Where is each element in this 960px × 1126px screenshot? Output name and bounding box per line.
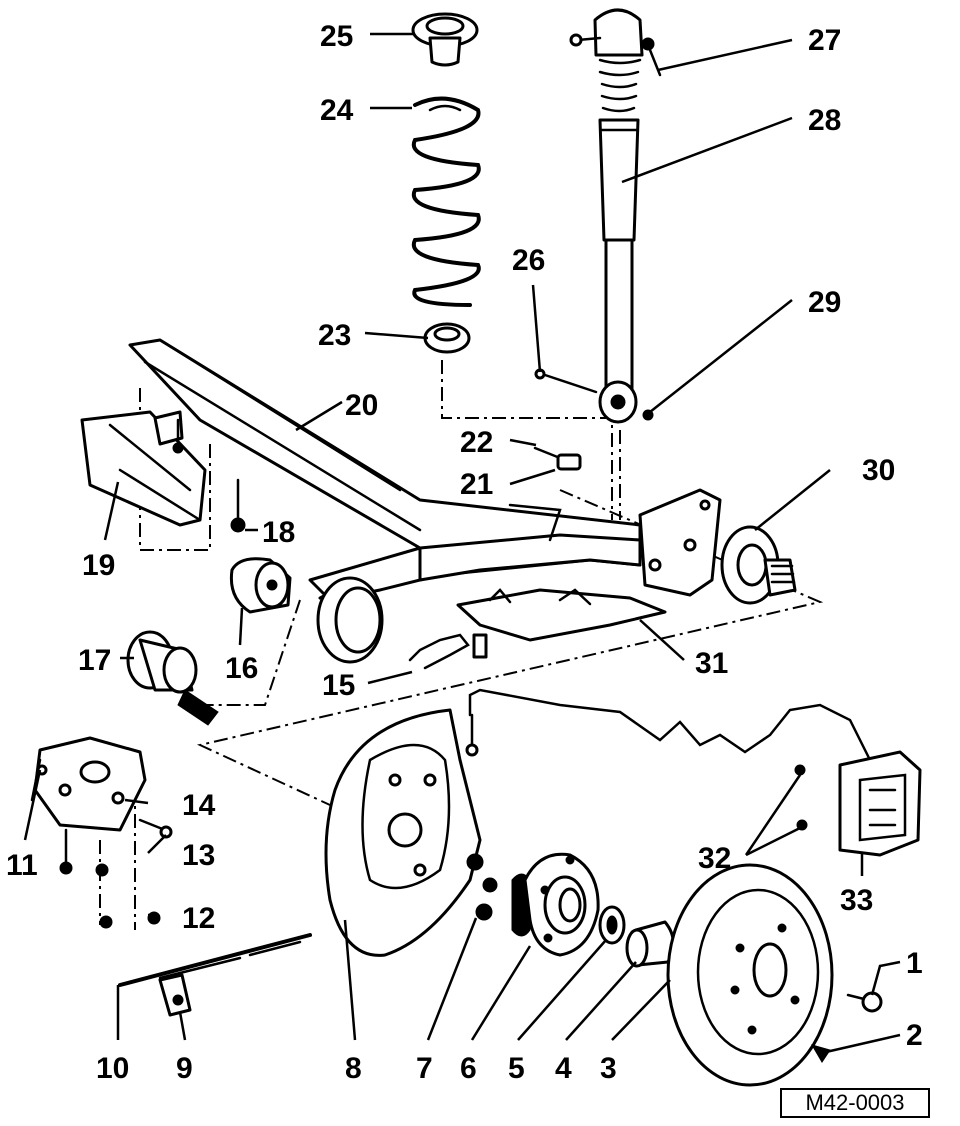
callout-23: 23: [318, 319, 351, 352]
callout-16: 16: [225, 652, 258, 685]
wheel-hub: [511, 852, 600, 957]
coil-spring: [411, 96, 481, 307]
callout-5: 5: [508, 1052, 525, 1085]
leader-lines: [23, 32, 901, 1054]
shock-hardware: [533, 37, 662, 471]
callout-4: 4: [555, 1052, 572, 1085]
bolt-18: [230, 478, 246, 533]
callout-28: 28: [808, 104, 841, 137]
callout-31: 31: [695, 647, 728, 680]
mounting-bracket: [80, 410, 207, 527]
bushing-16: [229, 557, 292, 614]
callout-21: 21: [460, 468, 493, 501]
callout-22: 22: [460, 426, 493, 459]
callout-1: 1: [906, 947, 923, 980]
callout-25: 25: [320, 20, 353, 53]
callout-15: 15: [322, 669, 355, 702]
axle-beam: [128, 338, 642, 664]
bushing-17: [126, 630, 219, 726]
callout-11: 11: [6, 849, 38, 882]
spring-seat-top: [411, 12, 479, 67]
callout-10: 10: [96, 1052, 129, 1085]
heat-shield-31: [456, 588, 667, 642]
spring-seat-lower: [423, 322, 471, 354]
callout-13: 13: [182, 839, 215, 872]
stub-axle-plate: [638, 488, 797, 605]
callout-29: 29: [808, 286, 841, 319]
shock-absorber: [569, 8, 644, 424]
callout-26: 26: [512, 244, 545, 277]
callout-3: 3: [600, 1052, 617, 1085]
callout-30: 30: [862, 454, 895, 487]
seal-ring: [598, 905, 626, 945]
callout-8: 8: [345, 1052, 362, 1085]
brake-caliper: [794, 750, 922, 857]
reference-code: M42-0003: [780, 1088, 930, 1118]
callout-18: 18: [262, 516, 295, 549]
callout-2: 2: [906, 1019, 923, 1052]
brake-clip-15: [408, 633, 488, 670]
brake-line: [465, 688, 872, 762]
callout-32: 32: [698, 842, 731, 875]
callout-24: 24: [320, 94, 354, 127]
callout-9: 9: [176, 1052, 193, 1085]
lower-bracket: [30, 736, 173, 929]
callout-19: 19: [82, 549, 115, 582]
callout-14: 14: [182, 789, 216, 822]
callout-20: 20: [345, 389, 378, 422]
callout-33: 33: [840, 884, 873, 917]
callout-labels: 25 24 23 27 28 26 29 20 22 21 30 18 19 1…: [6, 20, 923, 1085]
callout-7: 7: [416, 1052, 433, 1085]
callout-12: 12: [182, 902, 215, 935]
callout-6: 6: [460, 1052, 477, 1085]
parking-brake-cable: [118, 933, 312, 1017]
backing-plate: [324, 708, 482, 957]
grease-cap: [625, 920, 675, 968]
callout-17: 17: [78, 644, 111, 677]
brake-disc: [666, 863, 834, 1087]
bolts-7: [466, 853, 498, 921]
callout-27: 27: [808, 24, 841, 57]
